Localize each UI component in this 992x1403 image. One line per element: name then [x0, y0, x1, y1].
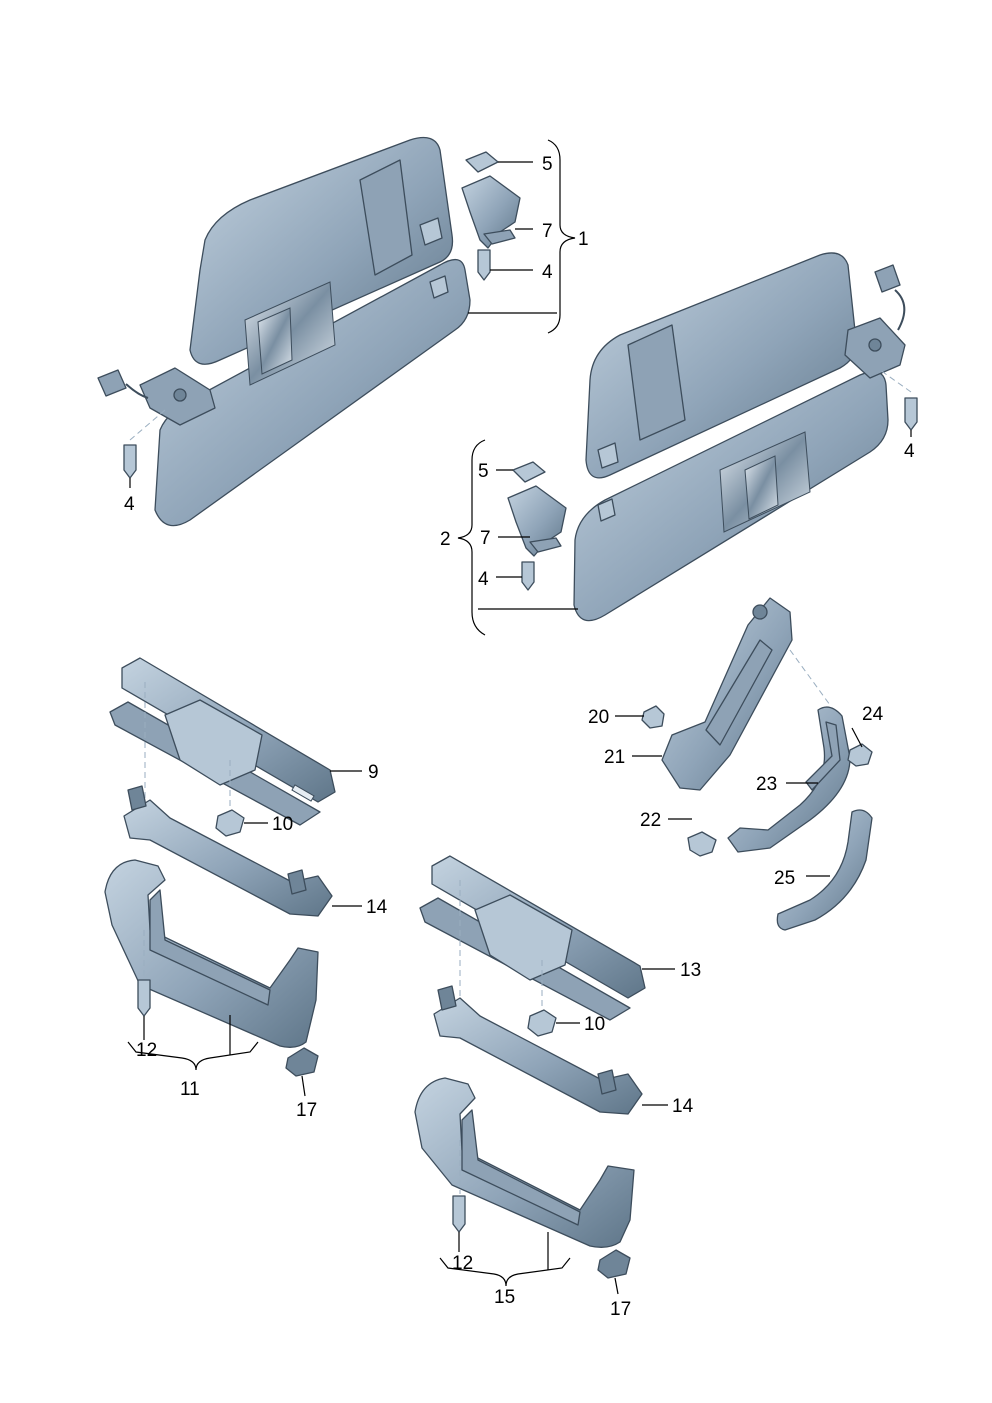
left-visor-mirror-cover — [257, 307, 293, 375]
left-hinge-screw — [123, 444, 137, 479]
callout-4a: 4 — [542, 262, 553, 283]
callout-labels: 5 7 4 1 4 4 5 2 7 4 9 10 14 12 11 17 20 … — [124, 154, 915, 1320]
callout-1: 1 — [578, 229, 589, 250]
right-visor-back-tab — [597, 442, 619, 469]
visor-holder-7-upper-tab — [483, 229, 516, 245]
nut-10-right — [527, 1009, 557, 1037]
mount-bar-14-right-clip-b — [597, 1069, 617, 1095]
mount-bar-14-left-clip-b — [287, 869, 307, 895]
handle-bracket-21-arm — [705, 639, 773, 746]
bracket-13-ribs — [474, 894, 573, 981]
leader-lines — [127, 139, 912, 1295]
callout-12b: 12 — [452, 1253, 473, 1274]
bracket-21-pivot-top — [752, 604, 768, 620]
right-visor-back-fold — [627, 324, 686, 441]
right-visor-connector — [874, 264, 901, 293]
callout-5a: 5 — [542, 154, 553, 175]
bracket-9-ribs — [164, 699, 263, 786]
callout-10b: 10 — [584, 1014, 605, 1035]
grab-handle-15 — [414, 1077, 635, 1248]
callout-17a: 17 — [296, 1100, 317, 1121]
callout-14a: 14 — [366, 897, 388, 918]
bolt-12-left — [137, 979, 151, 1017]
left-visor-connector — [97, 369, 127, 397]
bolt-22 — [687, 831, 717, 857]
right-grab-handle-group — [414, 855, 646, 1279]
right-hinge-screw — [904, 397, 918, 431]
right-visor-mirror-cover — [744, 455, 779, 520]
callout-13: 13 — [680, 960, 701, 981]
grab-handle-11-inner — [149, 889, 271, 1006]
left-sun-visor — [97, 136, 471, 527]
callout-10a: 10 — [272, 814, 293, 835]
left-visor-back-tab — [419, 217, 443, 246]
callout-17b: 17 — [610, 1299, 631, 1320]
clip-5-upper — [465, 151, 499, 173]
clip-5-lower — [512, 461, 546, 483]
visor-holder-7-lower-tab — [529, 537, 562, 553]
left-grab-handle-group — [104, 657, 336, 1077]
callout-9: 9 — [368, 762, 379, 783]
grip-assembly-right — [641, 597, 873, 931]
callout-4c: 4 — [904, 441, 915, 462]
cap-17-right — [597, 1249, 631, 1279]
mount-bar-14-left-clip-a — [127, 785, 147, 811]
callout-24: 24 — [862, 704, 884, 725]
left-visor-back-fold — [359, 159, 413, 276]
callout-20: 20 — [588, 707, 609, 728]
nut-10-left — [215, 809, 245, 837]
left-hinge-pivot — [173, 388, 187, 402]
callout-4d: 4 — [478, 569, 489, 590]
grip-23-inner — [805, 721, 841, 791]
callout-4b: 4 — [124, 494, 135, 515]
callout-15: 15 — [494, 1287, 515, 1308]
right-sun-visor — [573, 252, 918, 622]
grab-handle-15-inner — [461, 1109, 581, 1226]
callout-21: 21 — [604, 747, 625, 768]
right-mount-parts — [507, 461, 567, 591]
mount-bar-14-left — [123, 799, 333, 917]
nut-24 — [847, 743, 873, 767]
bolt-12-right — [452, 1195, 466, 1233]
screw-4-upper — [477, 249, 491, 281]
callout-22: 22 — [640, 810, 661, 831]
left-visor-hook-slot — [429, 275, 449, 299]
screw-4-lower — [521, 561, 535, 591]
right-hinge-pivot — [868, 338, 882, 352]
callout-14b: 14 — [672, 1096, 694, 1117]
cap-17-left — [285, 1047, 319, 1077]
callout-2: 2 — [440, 529, 451, 550]
mount-bar-14-right-clip-a — [437, 985, 457, 1011]
trim-25 — [776, 809, 873, 931]
clip-20 — [641, 705, 665, 729]
mount-bar-14-right — [433, 997, 643, 1115]
callout-23: 23 — [756, 774, 777, 795]
left-mount-parts — [461, 151, 521, 281]
callout-12a: 12 — [136, 1040, 157, 1061]
callout-11: 11 — [180, 1079, 200, 1100]
callout-7a: 7 — [542, 221, 553, 242]
callout-7b: 7 — [480, 528, 491, 549]
callout-5b: 5 — [478, 461, 489, 482]
right-visor-hook-slot — [597, 498, 616, 522]
callout-25: 25 — [774, 868, 795, 889]
